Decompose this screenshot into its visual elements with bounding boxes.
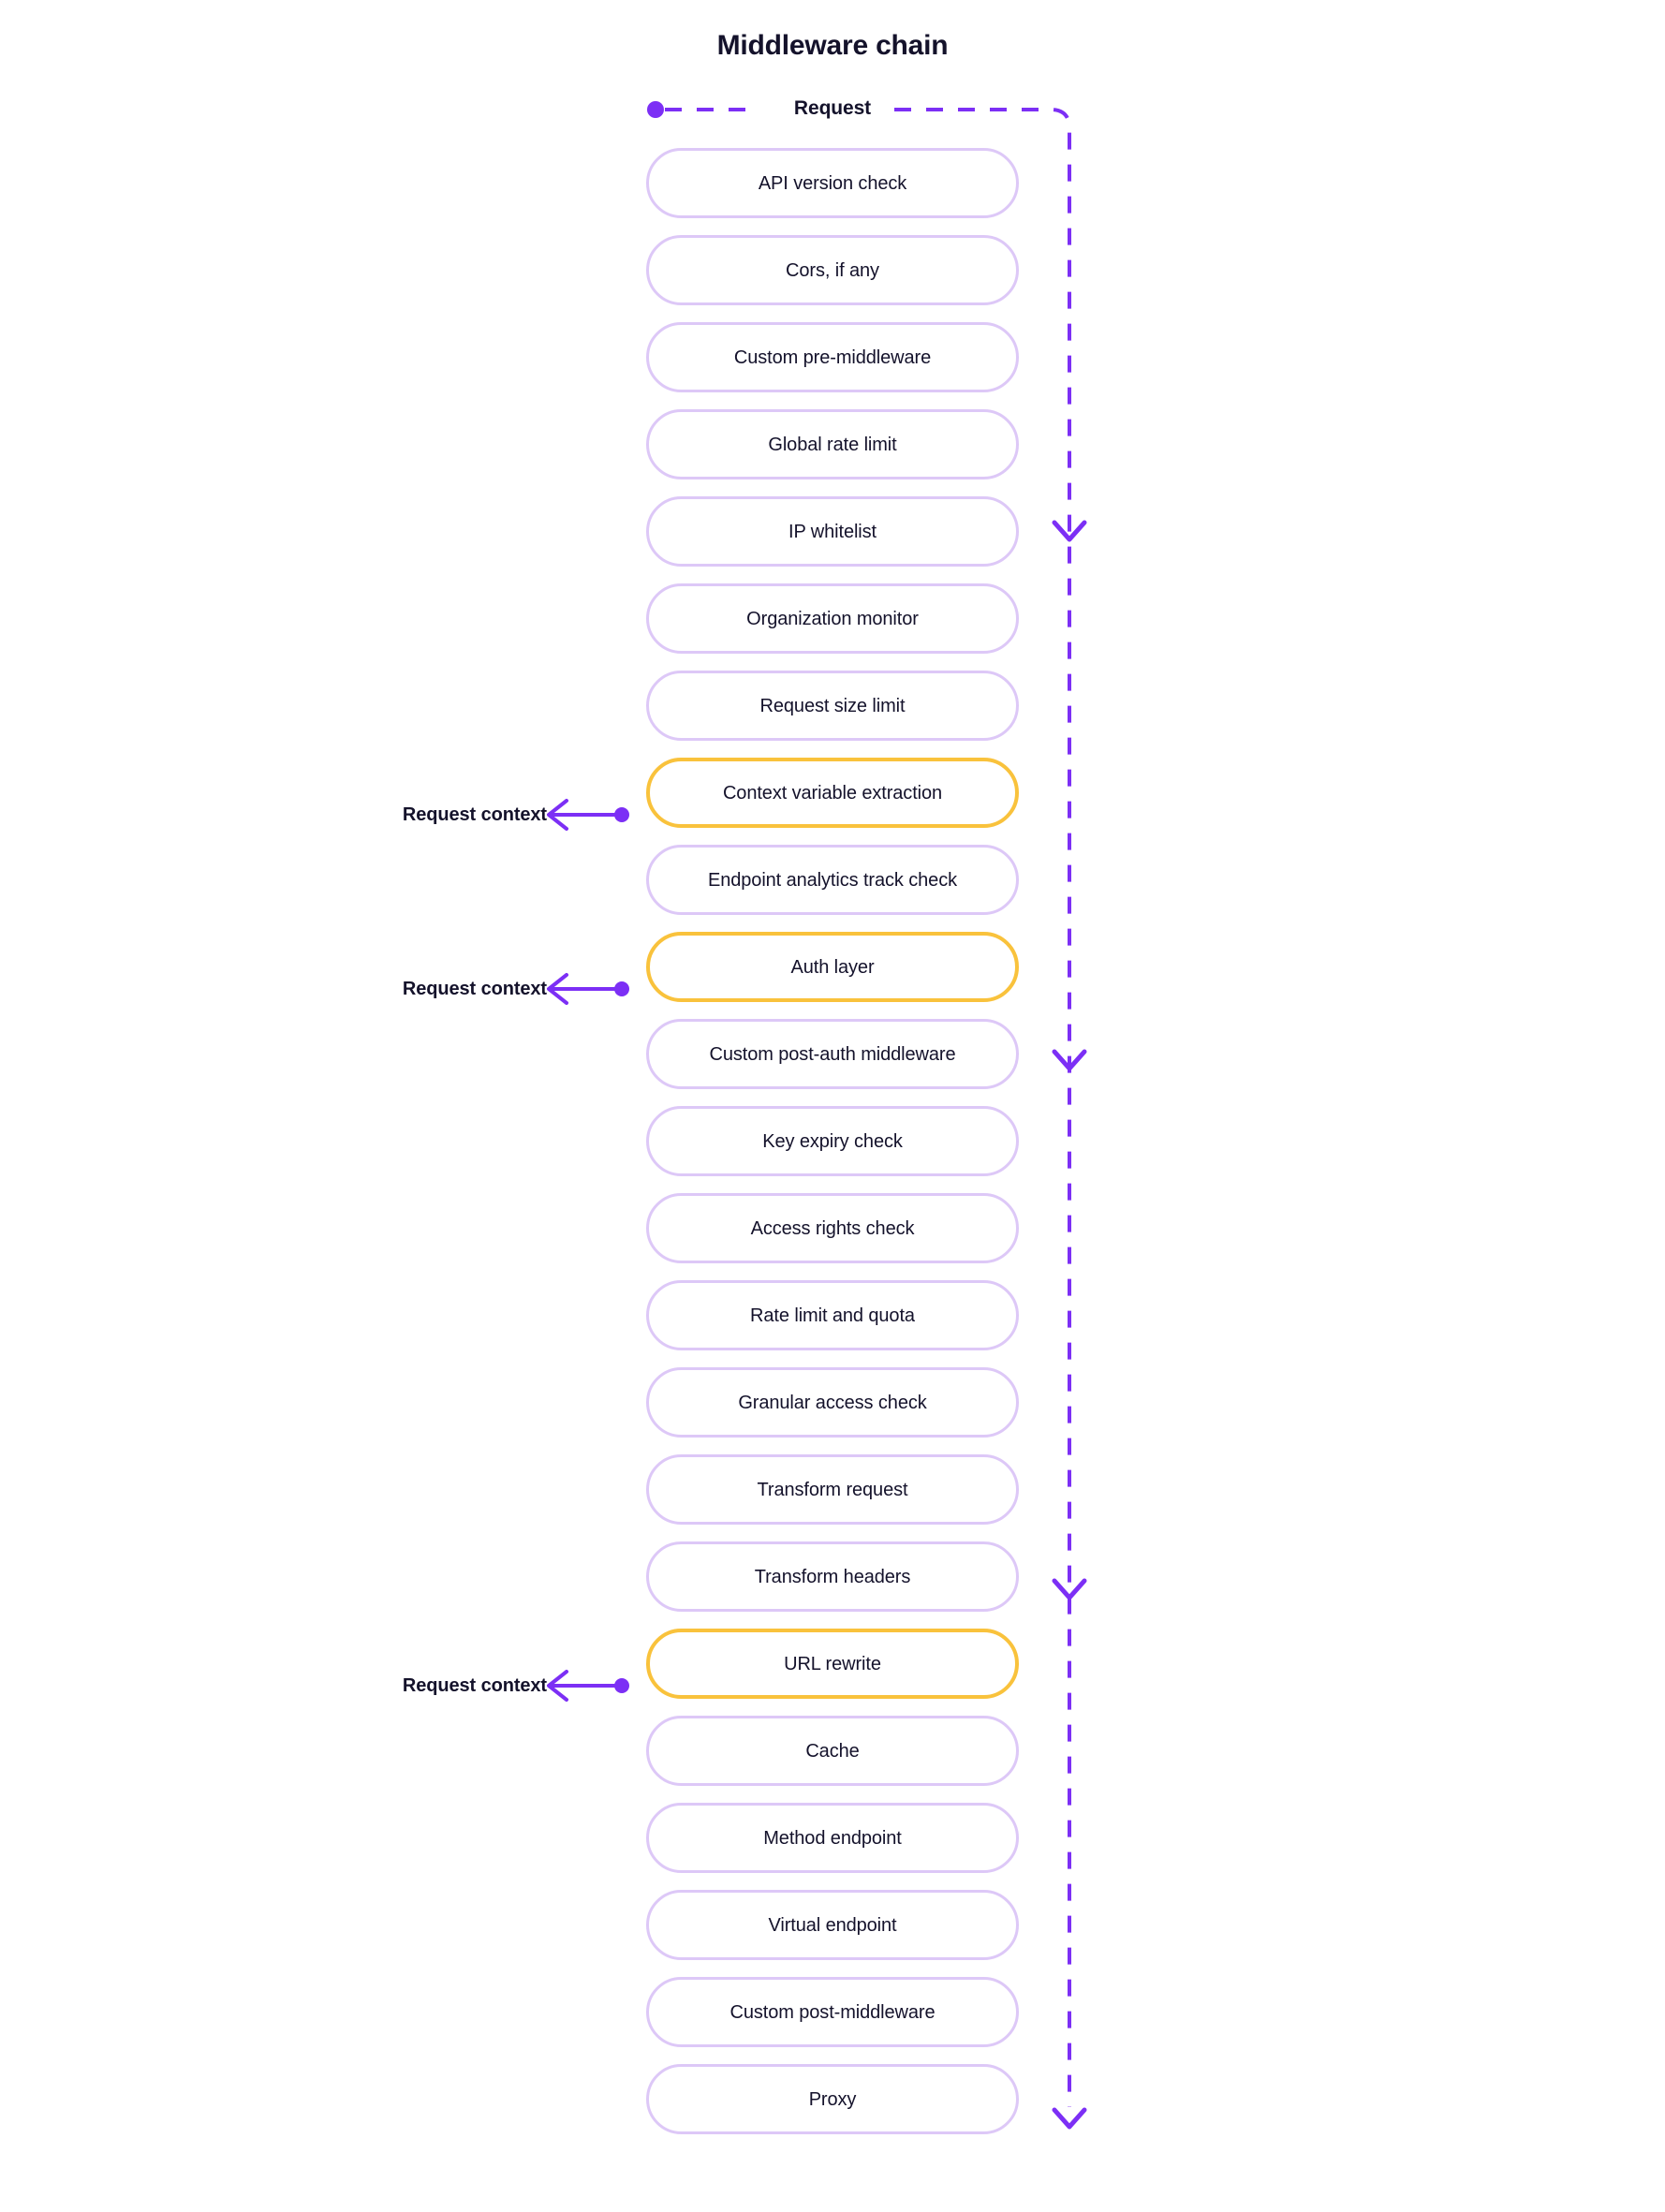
side-note-context-variable-extraction: Request context xyxy=(228,801,547,829)
middleware-node[interactable]: Proxy xyxy=(646,2064,1019,2134)
middleware-node[interactable]: Cache xyxy=(646,1716,1019,1786)
middleware-node[interactable]: Access rights check xyxy=(646,1193,1019,1263)
side-note-label: Request context xyxy=(402,978,547,999)
middleware-node-label: Context variable extraction xyxy=(722,782,943,804)
side-arrow-dot-3 xyxy=(614,1678,629,1693)
middleware-node-label: Virtual endpoint xyxy=(768,1914,897,1936)
middleware-node-label: Method endpoint xyxy=(763,1827,902,1849)
middleware-node-label: Access rights check xyxy=(750,1217,915,1239)
middleware-node[interactable]: Rate limit and quota xyxy=(646,1280,1019,1350)
middleware-node-label: Granular access check xyxy=(738,1392,927,1413)
middleware-node-label: Cors, if any xyxy=(786,259,879,281)
middleware-node[interactable]: Context variable extraction xyxy=(646,758,1019,828)
rail-arrowhead-1 xyxy=(1052,520,1087,542)
middleware-node[interactable]: Virtual endpoint xyxy=(646,1890,1019,1960)
side-note-label: Request context xyxy=(402,1674,547,1696)
middleware-node-label: Custom post-auth middleware xyxy=(709,1043,956,1065)
rail-arrowhead-4 xyxy=(1052,2107,1087,2130)
middleware-node-label: Global rate limit xyxy=(768,434,897,455)
middleware-node-label: Custom pre-middleware xyxy=(733,347,932,368)
middleware-node[interactable]: Custom post-auth middleware xyxy=(646,1019,1019,1089)
middleware-node[interactable]: Method endpoint xyxy=(646,1803,1019,1873)
side-arrow-head-3 xyxy=(547,1670,568,1702)
rail-arrowhead-3 xyxy=(1052,1578,1087,1600)
middleware-node-label: Key expiry check xyxy=(762,1130,903,1152)
rail-arrowhead-2 xyxy=(1052,1049,1087,1071)
rail-arrowheads xyxy=(1052,520,1087,2130)
middleware-node[interactable]: Cors, if any xyxy=(646,235,1019,305)
middleware-node[interactable]: Transform headers xyxy=(646,1541,1019,1612)
middleware-node[interactable]: Custom pre-middleware xyxy=(646,322,1019,392)
middleware-node-label: Cache xyxy=(805,1740,860,1762)
middleware-node-label: URL rewrite xyxy=(784,1653,881,1674)
middleware-node[interactable]: Global rate limit xyxy=(646,409,1019,479)
middleware-node[interactable]: API version check xyxy=(646,148,1019,218)
middleware-node-label: Custom post-middleware xyxy=(729,2001,936,2023)
side-note-auth-layer: Request context xyxy=(228,975,547,1003)
middleware-node[interactable]: Organization monitor xyxy=(646,583,1019,654)
side-note-label: Request context xyxy=(402,804,547,825)
middleware-node-label: Transform headers xyxy=(754,1566,911,1587)
side-arrow-dot-1 xyxy=(614,807,629,822)
page-title: Middleware chain xyxy=(716,30,949,61)
middleware-node[interactable]: Request size limit xyxy=(646,671,1019,741)
middleware-node-label: IP whitelist xyxy=(788,521,877,542)
middleware-node-label: API version check xyxy=(758,172,907,194)
middleware-node[interactable]: Transform request xyxy=(646,1454,1019,1525)
middleware-node[interactable]: Custom post-middleware xyxy=(646,1977,1019,2047)
middleware-node[interactable]: Granular access check xyxy=(646,1367,1019,1438)
middleware-node[interactable]: Key expiry check xyxy=(646,1106,1019,1176)
middleware-node[interactable]: IP whitelist xyxy=(646,496,1019,567)
middleware-node[interactable]: Auth layer xyxy=(646,932,1019,1002)
side-arrow-head-1 xyxy=(547,799,568,831)
side-note-arrows xyxy=(547,799,629,1702)
side-arrow-head-2 xyxy=(547,973,568,1005)
middleware-node-label: Auth layer xyxy=(790,956,875,978)
request-entry-row: Request xyxy=(0,97,1665,124)
request-entry-label: Request xyxy=(793,97,872,119)
middleware-node-label: Proxy xyxy=(808,2088,857,2110)
middleware-node-label: Organization monitor xyxy=(746,608,919,629)
middleware-node-label: Transform request xyxy=(757,1479,908,1500)
middleware-node-label: Rate limit and quota xyxy=(750,1305,915,1326)
side-arrow-dot-2 xyxy=(614,981,629,996)
middleware-node-label: Request size limit xyxy=(759,695,906,716)
middleware-node[interactable]: Endpoint analytics track check xyxy=(646,845,1019,915)
middleware-node[interactable]: URL rewrite xyxy=(646,1629,1019,1699)
middleware-node-label: Endpoint analytics track check xyxy=(707,869,958,891)
side-note-url-rewrite: Request context xyxy=(228,1672,547,1700)
